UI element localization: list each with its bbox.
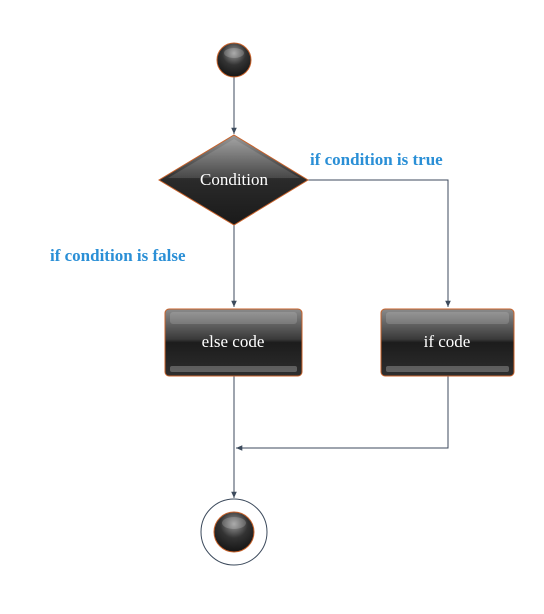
end-node: [200, 498, 268, 566]
else-code-action-node: else code: [164, 308, 303, 377]
if-code-action-node: if code: [380, 308, 515, 377]
start-node: [216, 42, 252, 78]
true-branch-label: if condition is true: [310, 150, 443, 169]
false-branch-label: if condition is false: [50, 246, 186, 265]
true-branch-connector: [308, 179, 451, 307]
if-code-label: if code: [424, 332, 471, 351]
if-block-merge-connector: [236, 376, 449, 451]
else-code-label: else code: [202, 332, 265, 351]
condition-decision-node: Condition: [158, 134, 309, 226]
condition-label: Condition: [200, 170, 269, 189]
